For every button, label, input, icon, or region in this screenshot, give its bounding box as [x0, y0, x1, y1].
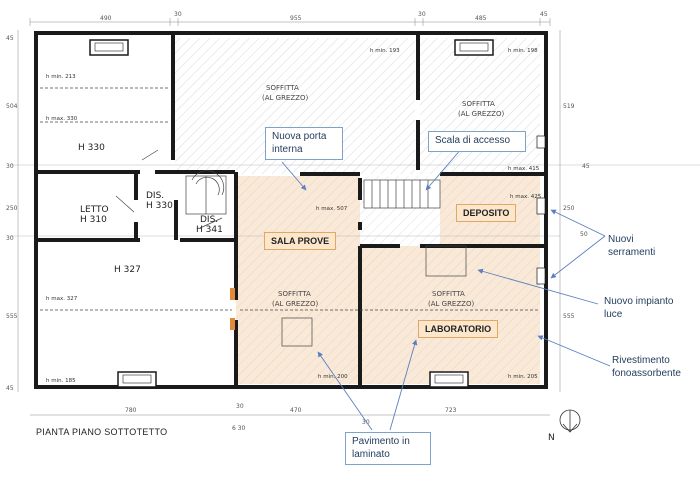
north-label: N: [548, 433, 555, 443]
dim-left-1: 45: [6, 35, 14, 42]
room-dis1-b: H 330: [146, 201, 173, 211]
h-max-330: h max. 330: [46, 116, 78, 122]
north-arrow: N: [548, 409, 581, 443]
callout-pavimento: Pavimento in laminato: [345, 432, 431, 465]
dim-top-2: 30: [174, 11, 182, 18]
dim-bottom-4: 30: [362, 419, 370, 426]
dim-right-5: 555: [563, 313, 575, 320]
dim-bottom-3: 470: [290, 407, 302, 414]
dim-bottom-2: 30: [236, 403, 244, 410]
dim-right-2: 45: [582, 163, 590, 170]
callout-nuova-porta: Nuova porta interna: [265, 127, 343, 160]
attic-3-sub: (AL GREZZO): [272, 300, 318, 308]
attic-3-label: SOFFITTA: [278, 290, 311, 298]
h-max-507: h max. 507: [316, 206, 348, 212]
tag-laboratorio: LABORATORIO: [418, 320, 499, 338]
room-h327: H 327: [114, 265, 141, 275]
attic-1-sub: (AL GREZZO): [262, 94, 308, 102]
dim-left-4: 250: [6, 205, 18, 212]
tag-deposito: DEPOSITO: [456, 204, 517, 222]
walls: [34, 31, 548, 389]
dim-left-5: 30: [6, 235, 14, 242]
dim-left-7: 45: [6, 385, 14, 392]
h-min-193: h min. 193: [370, 48, 400, 54]
attic-1-label: SOFFITTA: [266, 84, 299, 92]
h-min-198: h min. 198: [508, 48, 538, 54]
attic-2-sub: (AL GREZZO): [458, 110, 504, 118]
room-h310: H 310: [80, 215, 107, 225]
dimension-texts: 490 30 955 30 485 45 45 504 30 250 30 55…: [6, 11, 590, 432]
dim-bottom-5: 723: [445, 407, 457, 414]
plan-title: PIANTA PIANO SOTTOTETTO: [36, 427, 168, 437]
dim-left-6: 555: [6, 313, 18, 320]
dim-top-3: 955: [290, 15, 302, 22]
room-dis2-b: H 341: [196, 225, 223, 235]
staircase: [363, 179, 441, 209]
h-max-415: h max. 415: [508, 166, 540, 172]
room-h330: H 330: [78, 143, 105, 153]
attic-4-label: SOFFITTA: [432, 290, 465, 298]
plan-details: [40, 39, 546, 388]
height-annotations: h min. 213 h max. 330 h max. 327 h min. …: [46, 48, 542, 384]
dim-top-5: 485: [475, 15, 487, 22]
callout-rivestimento: Rivestimento fonoassorbente: [612, 355, 681, 379]
dim-top-4: 30: [418, 11, 426, 18]
dim-left-2: 504: [6, 103, 18, 110]
dim-bottom-1: 780: [125, 407, 137, 414]
h-max-425: h max. 425: [510, 194, 542, 200]
room-dis1-a: DIS.: [146, 191, 164, 201]
dim-left-3: 30: [6, 163, 14, 170]
dim-right-4: 50: [580, 231, 588, 238]
h-min-200: h min. 200: [318, 374, 348, 380]
callout-impianto: Nuovo impianto luce: [604, 296, 674, 320]
callout-scala: Scala di accesso: [428, 131, 526, 152]
h-min-213: h min. 213: [46, 74, 76, 80]
room-dis2-a: DIS.: [200, 215, 218, 225]
room-labels: H 330 LETTO H 310 DIS. H 330 DIS. H 341 …: [78, 84, 504, 308]
callout-serramenti: Nuovi serramenti: [608, 234, 656, 258]
h-max-327: h max. 327: [46, 296, 78, 302]
callout-arrows: [281, 147, 611, 431]
dim-bottom-6: 6 30: [232, 425, 246, 432]
dim-top-1: 490: [100, 15, 112, 22]
tag-sala-prove: SALA PROVE: [264, 232, 337, 250]
h-min-185: h min. 185: [46, 378, 76, 384]
room-letto: LETTO: [80, 205, 109, 215]
dim-top-6: 45: [540, 11, 548, 18]
dim-right-3: 250: [563, 205, 575, 212]
attic-2-label: SOFFITTA: [462, 100, 495, 108]
dim-right-1: 519: [563, 103, 575, 110]
h-min-205: h min. 205: [508, 374, 538, 380]
attic-4-sub: (AL GREZZO): [428, 300, 474, 308]
